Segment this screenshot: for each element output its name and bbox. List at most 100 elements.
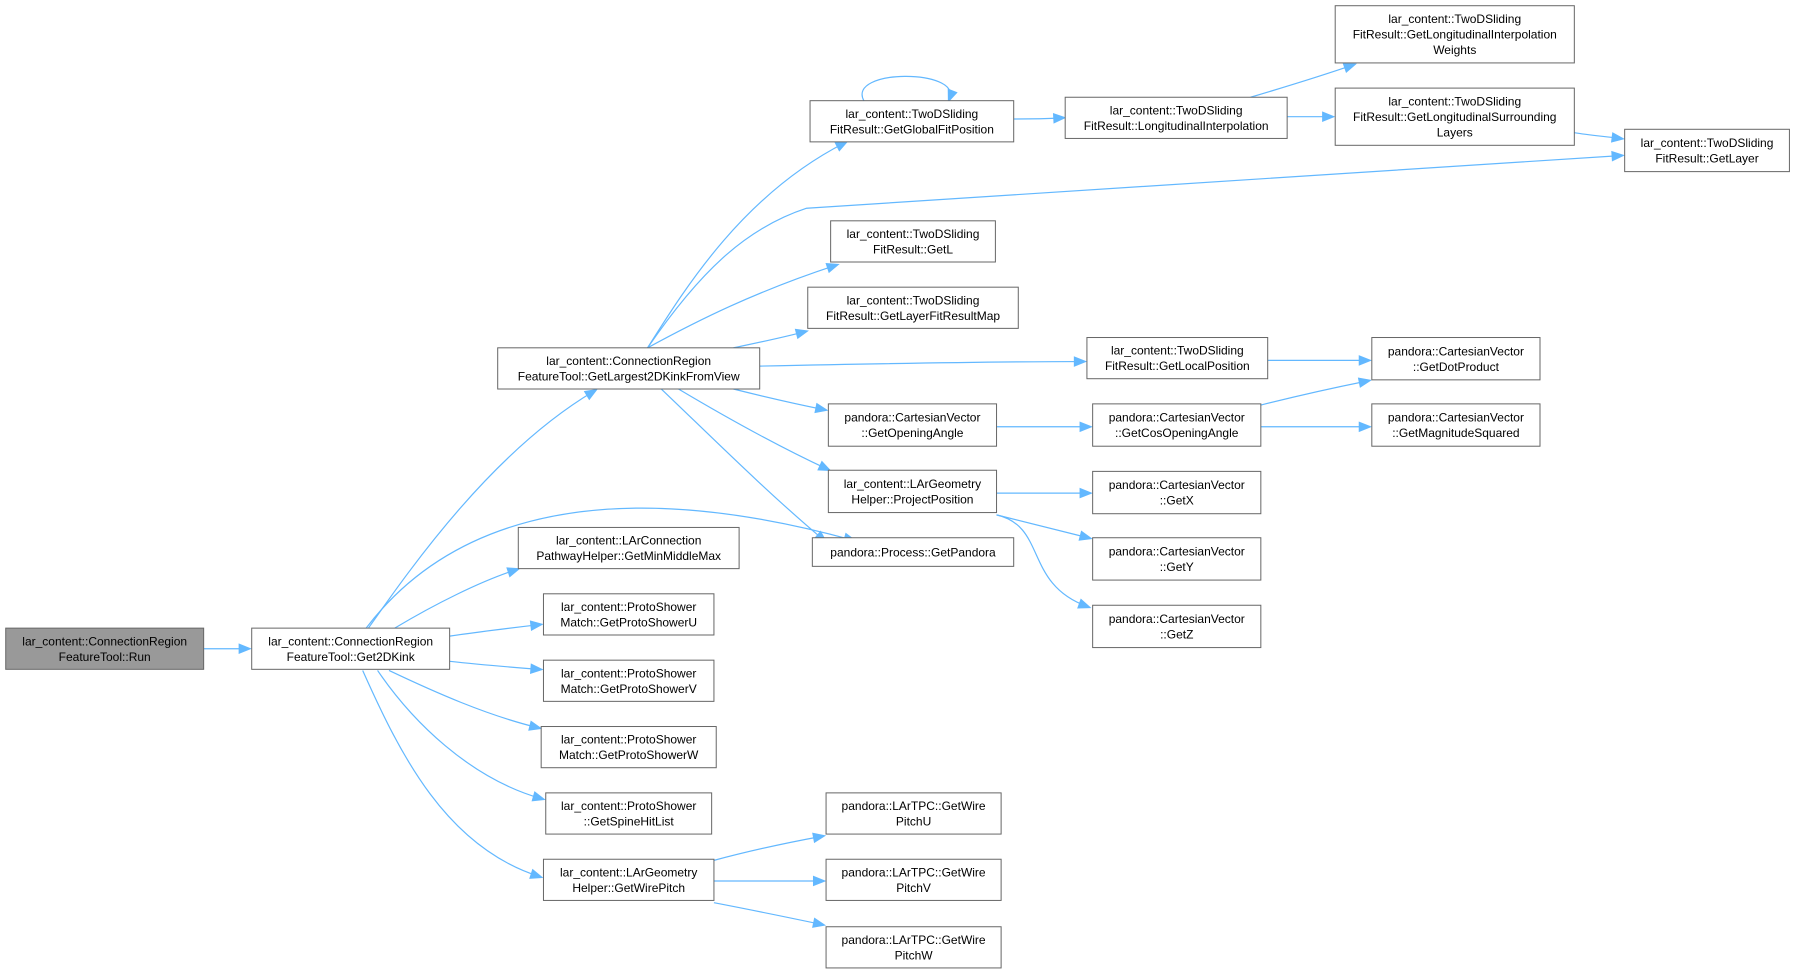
edge-line [647, 264, 836, 349]
node-box [517, 526, 740, 570]
edge-largest2dkink-to-getl [647, 263, 840, 349]
node-getx[interactable]: pandora::CartesianVector::GetX [1092, 470, 1262, 515]
edges-layer [203, 62, 1625, 928]
arrowhead [1077, 598, 1092, 609]
node-box [811, 537, 1015, 567]
arrowhead [529, 868, 544, 879]
node-label-line: PathwayHelper::GetMinMiddleMax [536, 549, 721, 563]
node-projectposition[interactable]: lar_content::LArGeometryHelper::ProjectP… [827, 469, 998, 514]
arrowhead [529, 663, 544, 674]
node-surrounding[interactable]: lar_content::TwoDSlidingFitResult::GetLo… [1334, 87, 1575, 146]
node-label-line: PitchV [896, 881, 931, 895]
node-run[interactable]: lar_content::ConnectionRegionFeatureTool… [5, 627, 205, 670]
edge-globalfitpos-to-globalfitpos [861, 75, 958, 103]
node-interpweights[interactable]: lar_content::TwoDSlidingFitResult::GetLo… [1334, 5, 1575, 64]
arrowhead [1079, 487, 1093, 499]
arrowhead [1322, 111, 1336, 123]
node-label-line: pandora::CartesianVector [1109, 411, 1245, 425]
arrowhead [1358, 355, 1373, 366]
node-label-line: ::GetOpeningAngle [861, 426, 963, 440]
node-label-line: lar_content::ProtoShower [561, 733, 696, 747]
node-label-line: PitchU [896, 815, 931, 829]
node-dotproduct[interactable]: pandora::CartesianVector::GetDotProduct [1371, 337, 1541, 381]
node-label-line: FitResult::LongitudinalInterpolation [1084, 119, 1269, 133]
edge-line [996, 514, 1089, 539]
node-box [1334, 87, 1575, 146]
node-label-line: lar_content::ConnectionRegion [22, 634, 187, 648]
edge-line [388, 669, 538, 729]
node-label-line: lar_content::TwoDSliding [1388, 95, 1521, 109]
edge-longinterp-to-interpweights [1250, 62, 1357, 98]
node-label-line: ::GetY [1160, 560, 1194, 574]
node-label-line: Weights [1433, 43, 1476, 57]
node-box [1371, 403, 1541, 447]
edge-get2dkink-to-largest2dkink [367, 388, 598, 629]
edge-run-to-get2dkink [203, 643, 252, 655]
node-getpandora[interactable]: pandora::Process::GetPandora [811, 537, 1015, 567]
node-box [1092, 604, 1262, 649]
arrowhead [1358, 421, 1373, 433]
node-box [825, 926, 1002, 969]
edge-get2dkink-to-minmiddlemax [394, 567, 521, 629]
node-minmiddlemax[interactable]: lar_content::LArConnectionPathwayHelper:… [517, 526, 740, 570]
node-label-line: lar_content::TwoDSliding [845, 107, 978, 121]
edge-largest2dkink-to-projectposition [678, 388, 832, 472]
node-protoshowerw[interactable]: lar_content::ProtoShowerMatch::GetProtoS… [540, 726, 717, 769]
node-label-line: ::GetZ [1160, 628, 1193, 642]
arrowhead [812, 917, 827, 928]
node-spinehitlist[interactable]: lar_content::ProtoShower::GetSpineHitLis… [545, 792, 713, 835]
node-layerfitresultmap[interactable]: lar_content::TwoDSlidingFitResult::GetLa… [807, 286, 1019, 329]
node-label-line: lar_content::ProtoShower [561, 666, 696, 680]
edge-localpos-to-dotproduct [1267, 355, 1373, 366]
node-protoshowerv[interactable]: lar_content::ProtoShowerMatch::GetProtoS… [542, 659, 715, 702]
node-getlayer[interactable]: lar_content::TwoDSlidingFitResult::GetLa… [1624, 128, 1790, 173]
edge-line [733, 388, 824, 411]
node-label-line: pandora::CartesianVector [1388, 344, 1524, 358]
node-localpos[interactable]: lar_content::TwoDSlidingFitResult::GetLo… [1086, 337, 1269, 380]
edge-line [365, 507, 853, 629]
edge-largest2dkink-to-getlayer [647, 150, 1625, 349]
arrowhead [506, 567, 521, 578]
edge-getwirepitch-to-wirepitchu [713, 832, 827, 861]
node-box [1064, 96, 1288, 139]
node-magsquared[interactable]: pandora::CartesianVector::GetMagnitudeSq… [1371, 403, 1541, 447]
node-longinterp[interactable]: lar_content::TwoDSlidingFitResult::Longi… [1064, 96, 1288, 139]
node-box [1092, 470, 1262, 515]
nodes-layer: lar_content::ConnectionRegionFeatureTool… [5, 5, 1790, 969]
node-box [1092, 537, 1262, 581]
node-label-line: pandora::LArTPC::GetWire [842, 865, 986, 879]
node-gety[interactable]: pandora::CartesianVector::GetY [1092, 537, 1262, 581]
edge-line [861, 75, 951, 101]
node-protoshoweru[interactable]: lar_content::ProtoShowerMatch::GetProtoS… [542, 593, 715, 636]
node-label-line: FitResult::GetLayerFitResultMap [826, 309, 1000, 323]
arrowhead [814, 402, 829, 414]
node-label-line: pandora::CartesianVector [1109, 612, 1245, 626]
node-getwirepitch[interactable]: lar_content::LArGeometryHelper::GetWireP… [542, 858, 715, 901]
node-label-line: lar_content::LArGeometry [844, 477, 981, 491]
node-label-line: lar_content::TwoDSliding [1110, 103, 1243, 117]
node-get2dkink[interactable]: lar_content::ConnectionRegionFeatureTool… [251, 627, 451, 670]
node-box [1334, 5, 1575, 64]
node-box [827, 403, 998, 447]
node-getz[interactable]: pandora::CartesianVector::GetZ [1092, 604, 1262, 649]
node-globalfitpos[interactable]: lar_content::TwoDSlidingFitResult::GetGl… [809, 100, 1015, 143]
arrowhead [1342, 62, 1357, 74]
node-openingangle[interactable]: pandora::CartesianVector::GetOpeningAngl… [827, 403, 998, 447]
edge-largest2dkink-to-layerfitresultmap [733, 328, 809, 349]
node-largest2dkink[interactable]: lar_content::ConnectionRegionFeatureTool… [497, 347, 761, 390]
edge-cosopening-to-magsquared [1260, 421, 1373, 433]
edge-getwirepitch-to-wirepitchw [713, 902, 827, 928]
node-box [1371, 337, 1541, 381]
edge-projectposition-to-gety [996, 514, 1093, 541]
arrowhead [817, 460, 832, 472]
node-box [830, 220, 996, 263]
edge-largest2dkink-to-getpandora [660, 388, 828, 544]
node-label-line: lar_content::ConnectionRegion [268, 634, 433, 648]
node-label-line: FeatureTool::Get2DKink [287, 650, 416, 664]
node-cosopening[interactable]: pandora::CartesianVector::GetCosOpeningA… [1092, 403, 1262, 447]
arrowhead [1610, 132, 1625, 143]
